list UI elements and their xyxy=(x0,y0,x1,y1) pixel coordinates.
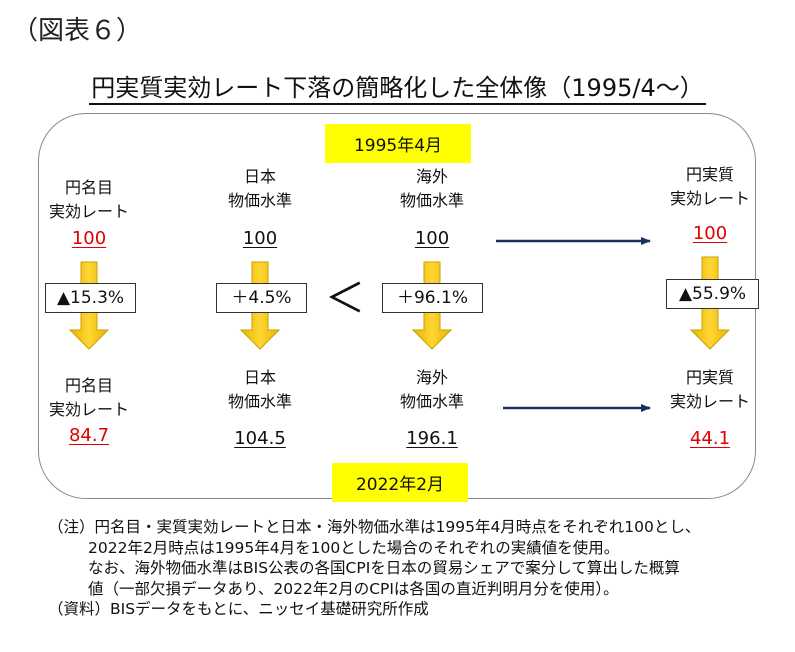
real-rate-end-label: 円実質 実効レート xyxy=(655,366,765,414)
japan-price-change-box: ＋4.5% xyxy=(216,283,307,313)
label-line: 日本 xyxy=(243,167,276,186)
note-line: なお、海外物価水準はBIS公表の各国CPIを日本の貿易シェアで案分して算出した概… xyxy=(88,559,680,577)
label-line: 海外 xyxy=(415,167,448,186)
label-line: 実効レート xyxy=(48,400,129,419)
nominal-rate-change-box: ▲15.3% xyxy=(45,283,136,313)
japan-price-start-value: 100 xyxy=(242,228,278,249)
notes-block: （注）円名目・実質実効レートと日本・海外物価水準は1995年4月時点をそれぞれ1… xyxy=(48,517,700,620)
note-line: （注）円名目・実質実効レートと日本・海外物価水準は1995年4月時点をそれぞれ1… xyxy=(48,518,701,536)
japan-price-end-value: 104.5 xyxy=(234,428,286,449)
real-rate-end-value: 44.1 xyxy=(689,428,731,449)
diagram-title: 円実質実効レート下落の簡略化した全体像（1995/4～） xyxy=(0,68,795,105)
label-line: 物価水準 xyxy=(399,191,464,210)
label-line: 実効レート xyxy=(669,189,750,208)
label-line: 円実質 xyxy=(685,368,734,387)
real-rate-change-box: ▲55.9% xyxy=(666,279,759,309)
diagram-title-text: 円実質実効レート下落の簡略化した全体像（1995/4～） xyxy=(89,74,706,105)
overseas-price-start-label: 海外 物価水準 xyxy=(377,165,487,213)
overseas-price-end-value: 196.1 xyxy=(406,428,458,449)
label-line: 実効レート xyxy=(669,392,750,411)
japan-price-end-label: 日本 物価水準 xyxy=(205,366,315,414)
japan-price-start-label: 日本 物価水準 xyxy=(205,165,315,213)
real-rate-start-label: 円実質 実効レート xyxy=(655,163,765,211)
note-line: 値（一部欠損データあり、2022年2月のCPIは各国の直近判明月分を使用）。 xyxy=(88,579,619,598)
note-line: 2022年2月時点は1995年4月を100とした場合のそれぞれの実績値を使用。 xyxy=(88,538,620,557)
figure-label: （図表６） xyxy=(12,16,143,46)
source-line: （資料）BISデータをもとに、ニッセイ基礎研究所作成 xyxy=(48,600,429,618)
real-rate-start-value: 100 xyxy=(692,223,728,244)
label-line: 円名目 xyxy=(64,376,113,395)
overseas-price-end-label: 海外 物価水準 xyxy=(377,366,487,414)
label-line: 円名目 xyxy=(64,178,113,197)
label-line: 物価水準 xyxy=(399,392,464,411)
label-line: 物価水準 xyxy=(227,191,292,210)
nominal-rate-end-value: 84.7 xyxy=(68,425,110,446)
nominal-rate-start-label: 円名目 実効レート xyxy=(39,176,139,224)
end-date-band: 2022年2月 xyxy=(332,463,468,502)
start-date-band: 1995年4月 xyxy=(325,124,471,163)
label-line: 日本 xyxy=(243,368,276,387)
label-line: 海外 xyxy=(415,368,448,387)
label-line: 実効レート xyxy=(48,202,129,221)
overseas-price-change-box: ＋96.1% xyxy=(382,283,483,313)
label-line: 円実質 xyxy=(685,165,734,184)
less-than-symbol: ＜ xyxy=(325,276,365,322)
overseas-price-start-value: 100 xyxy=(414,228,450,249)
nominal-rate-end-label: 円名目 実効レート xyxy=(39,374,139,422)
nominal-rate-start-value: 100 xyxy=(71,228,107,249)
label-line: 物価水準 xyxy=(227,392,292,411)
